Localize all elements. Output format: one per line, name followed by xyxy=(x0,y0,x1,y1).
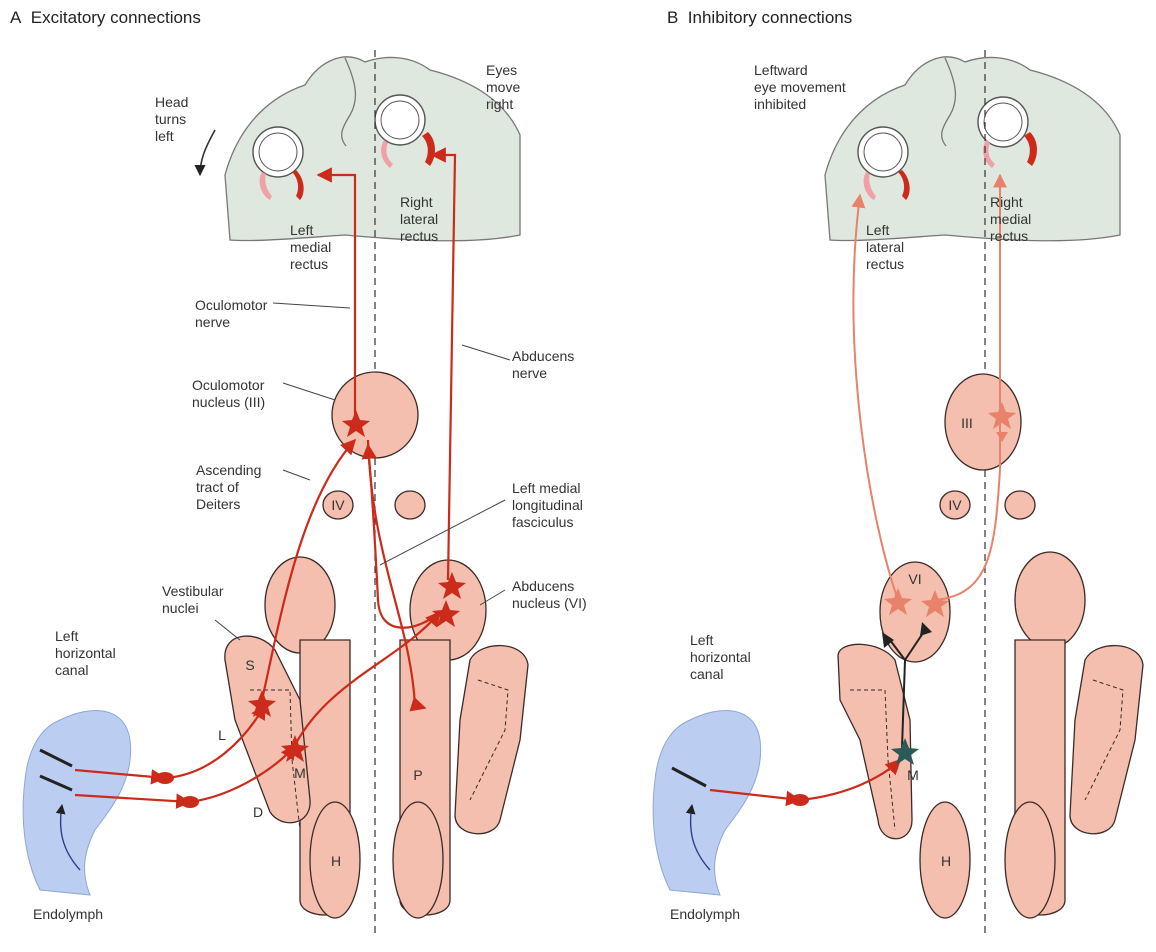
bipolar-cell-2-a xyxy=(181,796,199,808)
neuron-vestibular-1-a xyxy=(248,690,276,717)
left-lateral-rectus-label: Left lateral rectus xyxy=(866,222,905,272)
hypoglossal-right-b xyxy=(1004,801,1056,919)
nucleus-h-label-b: H xyxy=(941,853,951,869)
leader-lines-a xyxy=(214,302,511,641)
abducens-nucleus-b xyxy=(879,561,951,663)
trochlear-nucleus-right-a xyxy=(394,490,426,520)
right-lateral-rectus-label: Right lateral rectus xyxy=(400,194,439,244)
nucleus-m-label-b: M xyxy=(907,767,919,783)
inhibitory-neuron-b xyxy=(891,738,919,765)
endolymph-arrow-a xyxy=(55,804,81,871)
right-vi-nucleus-b xyxy=(1014,551,1086,649)
nose xyxy=(340,57,357,147)
neuron-abducens-b xyxy=(884,588,912,615)
hypoglossal-right-a xyxy=(392,801,444,919)
endolymph-label-a: Endolymph xyxy=(33,906,104,922)
horizontal-canal-b xyxy=(652,710,762,896)
nucleus-d-label: D xyxy=(253,804,263,820)
neuron-oculomotor-terminal-b xyxy=(996,432,1008,442)
ascending-tract-label: Ascending tract of Deiters xyxy=(196,462,262,512)
inhibitory-terminal-2 xyxy=(920,622,932,636)
right-medial-rectus-label: Right medial rectus xyxy=(990,194,1032,244)
head-outline-b xyxy=(824,56,1121,242)
left-eye-b xyxy=(857,126,910,200)
neuron-oculomotor-b xyxy=(988,402,1016,429)
right-eye-b xyxy=(977,96,1037,168)
nucleus-iii-label-b: III xyxy=(961,415,973,431)
oculomotor-nerve-label: Oculomotor nerve xyxy=(195,297,268,330)
panel-a: IV S L M D H P xyxy=(22,50,529,935)
leftward-inhibited-label: Leftward eye movement inhibited xyxy=(754,62,846,112)
head-turns-left-label: Head turns left xyxy=(155,94,189,144)
nucleus-vi-label-b: VI xyxy=(908,571,921,587)
trochlear-nucleus-left-a xyxy=(322,490,354,520)
oculomotor-nucleus-label: Oculomotor nucleus (III) xyxy=(192,377,266,410)
left-eye xyxy=(252,126,304,200)
panel-a-title-text: Excitatory connections xyxy=(30,8,201,27)
right-vestibular-complex-a xyxy=(454,644,529,835)
panel-b-title: B Inhibitory connections xyxy=(667,8,852,28)
vestibular-complex-a xyxy=(224,635,311,824)
neuron-vestibular-2-a xyxy=(281,735,309,762)
panel-b-letter: B xyxy=(667,8,679,27)
panel-a-title: A Excitatory connections xyxy=(10,8,201,28)
head-turn-arrow xyxy=(194,129,216,177)
nucleus-s-label: S xyxy=(245,657,254,673)
neuron-abducens-2-a xyxy=(432,600,460,627)
endolymph-label-b: Endolymph xyxy=(670,906,741,922)
oculomotor-nucleus-a xyxy=(331,371,419,459)
hypoglossal-b xyxy=(919,801,971,919)
bipolar-cell-b xyxy=(791,794,809,806)
nucleus-iv-label-b: IV xyxy=(948,497,962,513)
trochlear-nucleus-right-b xyxy=(1004,490,1036,520)
nucleus-m-label-a: M xyxy=(294,765,306,781)
hair-cell-b xyxy=(671,766,707,788)
left-mlf-label: Left medial longitudinal fasciculus xyxy=(512,480,583,530)
eyes-move-right-label: Eyes move right xyxy=(486,62,521,112)
trochlear-nucleus-left-b xyxy=(939,490,971,520)
panel-a-letter: A xyxy=(10,8,22,27)
nucleus-l-label: L xyxy=(218,727,226,743)
nucleus-p-label: P xyxy=(413,767,422,783)
left-horizontal-canal-label-b: Left horizontal canal xyxy=(690,632,751,682)
neuron-oculomotor-a xyxy=(342,410,370,437)
panel-b: III IV VI M H xyxy=(652,50,1144,935)
panel-b-title-text: Inhibitory connections xyxy=(687,8,853,27)
left-vestibular-complex-b xyxy=(837,643,913,840)
neuron-abducens-1-a xyxy=(438,572,466,599)
inhibitory-terminal-1 xyxy=(882,632,894,648)
inhibitory-pathways xyxy=(709,173,1007,807)
neuron-internuclear-b xyxy=(921,590,949,617)
left-horizontal-canal-label-a: Left horizontal canal xyxy=(55,628,116,678)
endolymph-arrow-b xyxy=(685,804,711,871)
abducens-nucleus-label: Abducens nucleus (VI) xyxy=(512,578,587,611)
excitatory-pathways xyxy=(74,147,457,809)
nucleus-iv-label-a: IV xyxy=(331,497,345,513)
vestibular-nuclei-label: Vestibular nuclei xyxy=(162,583,224,616)
abducens-nerve-label: Abducens nerve xyxy=(512,348,575,381)
right-vestibular-complex-b xyxy=(1069,644,1144,835)
oculomotor-nucleus-b xyxy=(944,373,1022,471)
nucleus-h-label-a: H xyxy=(331,853,341,869)
hair-cells-a xyxy=(39,748,73,792)
hypoglossal-a xyxy=(309,801,361,919)
left-medial-rectus-label: Left medial rectus xyxy=(290,222,332,272)
bipolar-cell-1-a xyxy=(156,772,174,784)
